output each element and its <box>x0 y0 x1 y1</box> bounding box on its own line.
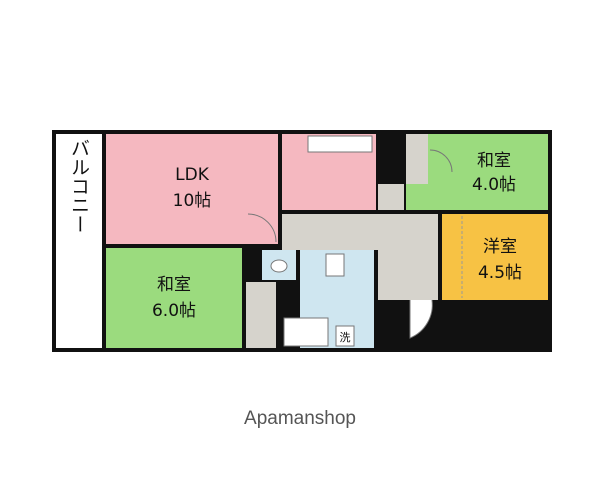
watermark: Apamanshop <box>244 408 356 429</box>
kitchen-counter <box>307 135 373 153</box>
closet-a <box>406 134 428 184</box>
toilet-icon <box>270 259 288 273</box>
hall-small <box>378 184 404 210</box>
ldk-name: LDK <box>175 165 210 185</box>
washitsu-4-name: 和室 <box>477 151 511 171</box>
ldk-size: 10帖 <box>173 191 212 211</box>
washitsu-6-name: 和室 <box>157 275 191 295</box>
hallway <box>282 214 438 250</box>
youshitsu-size: 4.5帖 <box>478 263 522 283</box>
closet-b <box>246 282 276 348</box>
room-ldk <box>106 134 278 244</box>
balcony <box>56 134 102 348</box>
washbasin-icon <box>325 253 345 277</box>
room-washitsu-6 <box>106 248 242 348</box>
room-youshitsu <box>442 214 548 300</box>
washitsu-6-size: 6.0帖 <box>152 301 196 321</box>
youshitsu-name: 洋室 <box>483 237 517 257</box>
door-swing-icon <box>247 213 277 243</box>
entry <box>378 250 438 300</box>
bathtub-icon <box>283 317 329 347</box>
fridge-space <box>376 134 402 184</box>
washing-machine-icon <box>335 325 355 347</box>
balcony-label: バルコニー <box>68 139 90 234</box>
room-washitsu-4 <box>406 134 548 210</box>
washitsu-4-size: 4.0帖 <box>472 175 516 195</box>
door-swing-icon <box>409 299 433 339</box>
door-swing-icon <box>429 149 453 173</box>
laundry-label: 洗 <box>340 331 351 344</box>
